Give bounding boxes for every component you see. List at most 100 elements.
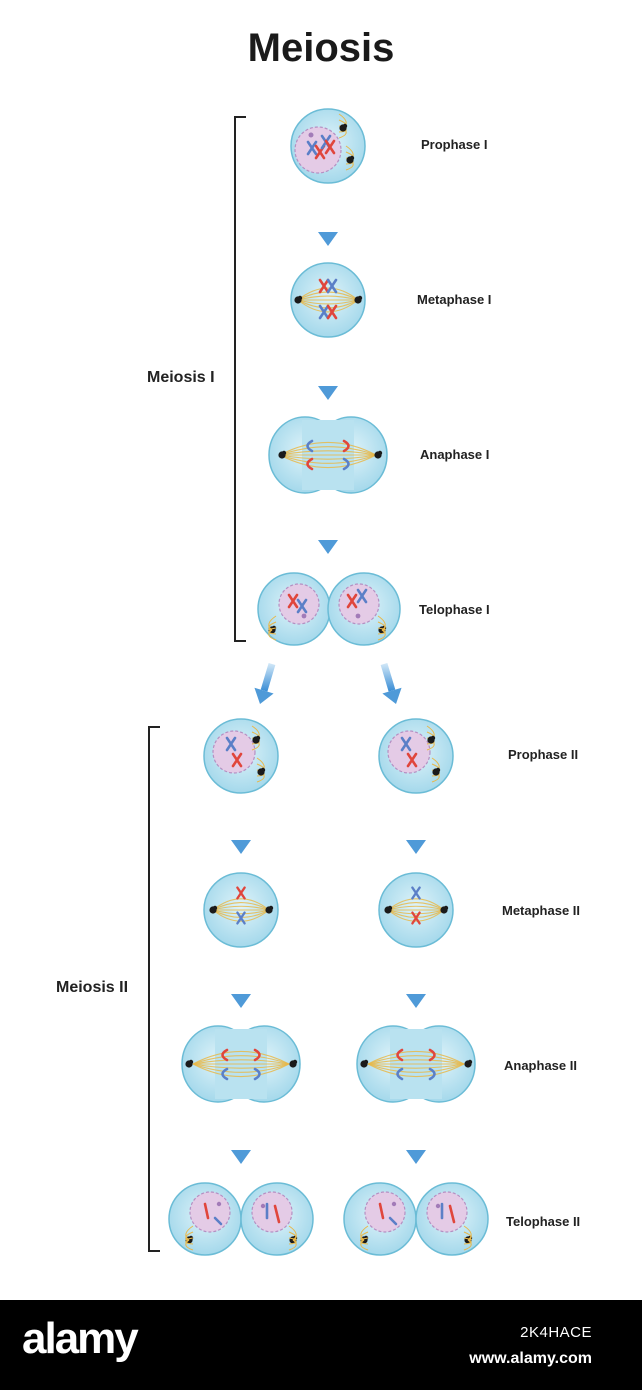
arrow-head [318, 540, 338, 554]
centriole [443, 905, 449, 911]
nucleus [251, 1191, 293, 1233]
meiosis-2-label: Meiosis II [56, 979, 129, 996]
arrow-shaft [260, 662, 276, 692]
chromosome [296, 598, 308, 614]
spindle-fiber [279, 442, 377, 456]
aster-fiber [185, 1231, 194, 1241]
chromosome [306, 140, 318, 156]
chromosome [287, 593, 299, 609]
nucleus [212, 730, 256, 774]
chromosome [253, 1067, 261, 1081]
spindle-fiber [279, 454, 377, 468]
chromosome [428, 1048, 436, 1062]
chromosome [342, 457, 350, 471]
spindle-fiber [297, 299, 359, 313]
centriole [363, 1059, 369, 1065]
arrow-head [318, 232, 338, 246]
chromosome [324, 139, 336, 155]
nucleus [426, 1191, 468, 1233]
down-arrow-icon [406, 968, 426, 1008]
chromosome [400, 736, 412, 752]
chromosome [428, 1067, 436, 1081]
spindle-fiber [367, 1063, 465, 1069]
spindle-fiber [212, 909, 270, 915]
split-arrow-right-icon [380, 662, 402, 704]
spindle-fiber [367, 1063, 465, 1073]
nucleolus [216, 1201, 222, 1207]
footer-bar: alamy 2K4HACE www.alamy.com [0, 1300, 642, 1390]
spindle-fiber [387, 898, 445, 911]
centriole [387, 905, 393, 911]
spindle-fiber [212, 905, 270, 911]
chromosome [411, 886, 421, 900]
spindle-fiber [367, 1063, 465, 1077]
centriole [255, 735, 261, 741]
spindle-fiber [387, 909, 445, 922]
chromosome [236, 886, 246, 900]
arrow-head [406, 1150, 426, 1164]
centriole [357, 295, 363, 301]
spindle-fiber [367, 1051, 465, 1065]
aster-fiber [463, 1231, 472, 1241]
down-arrow-icon [231, 1124, 251, 1164]
cell-prophase-2-right [378, 718, 454, 794]
chromosome [221, 1048, 229, 1062]
chromosome [318, 278, 330, 294]
spindle-fiber [297, 287, 359, 301]
chromosome [236, 911, 246, 925]
aster-fiber [288, 1239, 297, 1251]
aster-fiber [463, 1239, 472, 1251]
chromosome [221, 1067, 229, 1081]
arrow-head [231, 1150, 251, 1164]
nucleolus [435, 1203, 441, 1209]
centriole [377, 450, 383, 456]
aster-fiber [185, 1239, 194, 1251]
nucleolus [391, 1201, 397, 1207]
chromatid [213, 1216, 223, 1226]
spindle-fiber [297, 299, 359, 305]
cell-telophase-2-right [343, 1182, 489, 1256]
nucleus [338, 583, 380, 625]
meiosis-diagram [168, 108, 489, 1256]
nucleolus [355, 613, 361, 619]
down-arrow-icon [231, 968, 251, 1008]
centriole [212, 905, 218, 911]
down-arrow-icon [318, 360, 338, 400]
stage-label-prophase-1: Prophase I [421, 137, 488, 152]
cell-metaphase-2-left [203, 872, 279, 948]
chromosome [326, 278, 338, 294]
aster-fiber [360, 1239, 369, 1251]
spindle-fiber [212, 898, 270, 911]
aster-fiber [288, 1231, 297, 1241]
chromosome [253, 1048, 261, 1062]
spindle-fiber [297, 295, 359, 301]
spindle-fiber [279, 446, 377, 456]
chromosome [396, 1048, 404, 1062]
chromosome [396, 1067, 404, 1081]
spindle-fiber [192, 1051, 290, 1065]
page-title: Meiosis [247, 26, 395, 70]
cell-metaphase-1 [290, 262, 366, 338]
spindle-fiber [367, 1059, 465, 1065]
chromosome [346, 593, 358, 609]
nucleus [387, 730, 431, 774]
alamy-logo: alamy [22, 1314, 139, 1363]
nucleus [364, 1191, 406, 1233]
cell-prophase-2-left [203, 718, 279, 794]
nucleolus [308, 132, 314, 138]
cell-anaphase-2-right [356, 1025, 476, 1103]
centriole [430, 735, 436, 741]
arrow-shaft [380, 662, 396, 692]
aster-fiber [377, 629, 386, 641]
chromosome [406, 752, 418, 768]
spindle-fiber [192, 1055, 290, 1065]
nucleolus [301, 613, 307, 619]
chromosome [225, 736, 237, 752]
stage-label-metaphase-2: Metaphase II [502, 903, 581, 918]
chromosome [326, 304, 338, 320]
split-arrow-left-icon [254, 662, 276, 704]
arrow-head [231, 840, 251, 854]
chromatid [273, 1204, 281, 1224]
nucleus [189, 1191, 231, 1233]
aster-fiber [268, 621, 277, 631]
